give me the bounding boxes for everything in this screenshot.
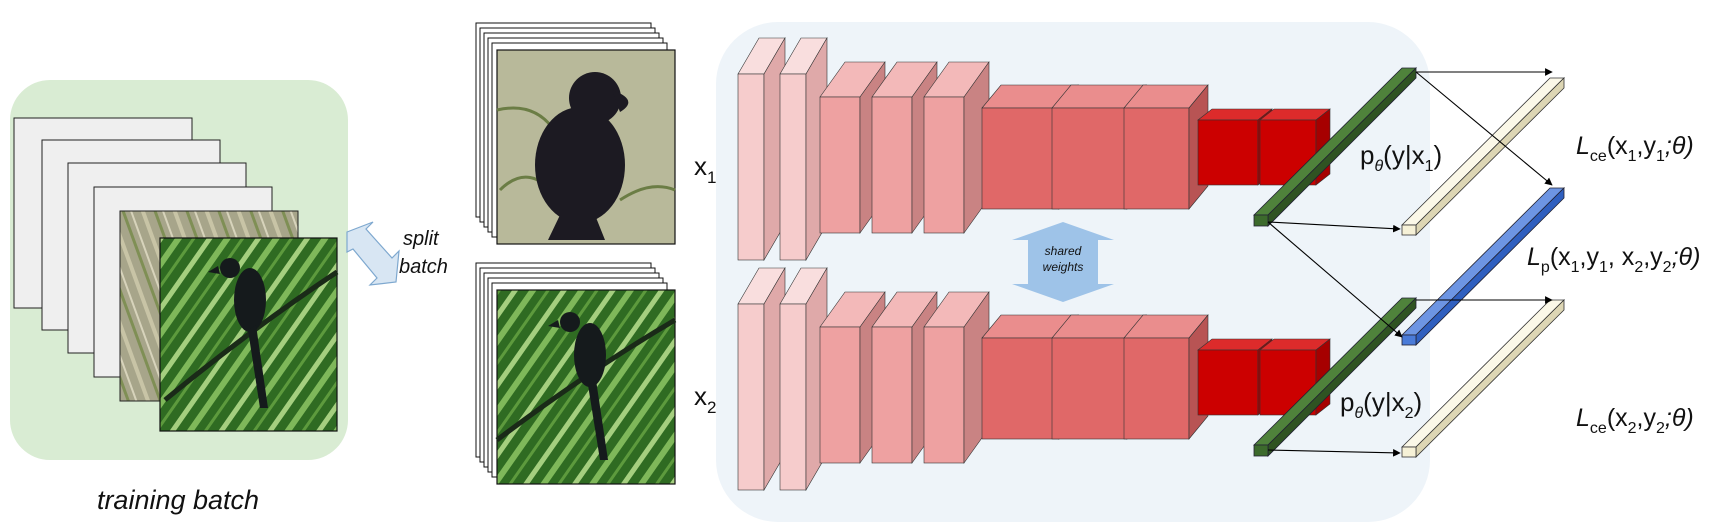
training-batch-label: training batch [97, 485, 259, 515]
bottom-network-tower [737, 266, 1417, 492]
top-layer-8 [1123, 84, 1209, 210]
batch-front-photo [159, 237, 339, 432]
loss-pair-label: Lp(x1,y1, x2,y2;θ) [1527, 243, 1700, 276]
bottom-layer-1 [737, 266, 786, 492]
loss-ce-2-label: Lce(x2,y2;θ) [1576, 404, 1694, 437]
shared-label: shared [1045, 244, 1082, 258]
input-label-x1: x1 [694, 151, 716, 187]
top-network-tower [737, 36, 1417, 262]
output-vector-pair [1401, 187, 1565, 346]
prob-label-2: pθ(y|x2) [1340, 387, 1422, 422]
split-batch-arrow-icon [346, 221, 400, 286]
bottom-fc-layer [1253, 297, 1417, 457]
connection-arrows [1267, 68, 1553, 457]
top-layer-5 [923, 61, 990, 234]
batch-split-label: batch [399, 256, 448, 278]
input-stack-2 [475, 262, 677, 485]
prob-label-1: pθ(y|x1) [1360, 140, 1442, 175]
input-label-x2: x2 [694, 381, 716, 417]
loss-ce-1-label: Lce(x1,y1;θ) [1576, 132, 1694, 165]
top-layer-2 [779, 36, 828, 262]
split-label: split [403, 228, 440, 250]
input-stack-1 [475, 22, 676, 245]
weights-label: weights [1043, 260, 1084, 274]
bottom-layer-2 [779, 266, 828, 492]
output-vector-ce-1 [1401, 77, 1565, 236]
bottom-layer-5 [923, 291, 990, 464]
output-vector-ce-2 [1401, 299, 1565, 458]
shared-weights-arrow-icon [1012, 222, 1114, 302]
top-layer-1 [737, 36, 786, 262]
bottom-layer-8 [1123, 314, 1209, 440]
